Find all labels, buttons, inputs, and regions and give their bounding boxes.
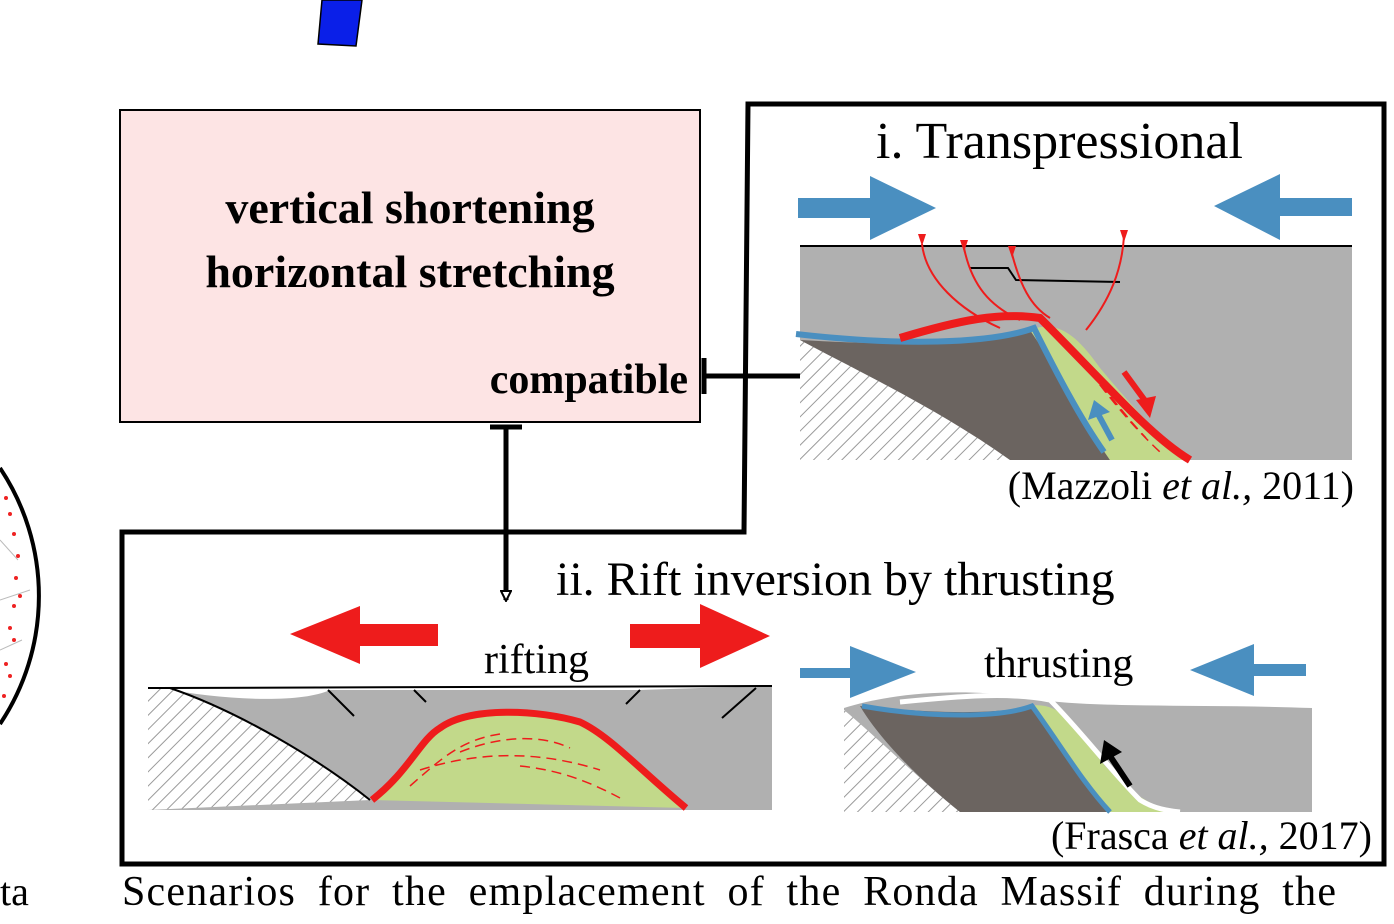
citation-prefix: (Mazzoli	[1007, 463, 1163, 508]
compression-arrows-ii	[800, 644, 1306, 698]
citation-etal: et al.,	[1162, 463, 1253, 508]
red-arrow-left-icon	[290, 606, 438, 664]
blue-arrow-left-icon	[1190, 644, 1306, 696]
rifting-cross-section	[148, 685, 773, 811]
citation-year: 2017)	[1268, 813, 1372, 858]
stereonet-fragment	[0, 466, 41, 726]
scenario-ii-title: ii. Rift inversion by thrusting	[556, 553, 1115, 606]
scenario-i-title: i. Transpressional	[876, 113, 1243, 170]
concept-box	[119, 109, 701, 423]
thrusting-cross-section	[844, 692, 1312, 815]
citation-etal: et al.,	[1178, 813, 1269, 858]
compression-arrows-i	[798, 174, 1352, 240]
blue-arrow-left-icon	[1214, 174, 1352, 240]
scenario-ii-citation: (Frasca et al., 2017)	[1051, 812, 1372, 859]
blue-arrow-right-icon	[798, 176, 936, 240]
blue-arrow-right-icon	[800, 646, 916, 698]
rifting-label: rifting	[484, 637, 589, 683]
concept-line-2: horizontal stretching	[205, 246, 615, 297]
red-arrow-right-icon	[630, 604, 770, 668]
figure-caption: Scenarios for the emplacement of the Ron…	[122, 869, 1338, 915]
concept-line-1: vertical shortening	[225, 182, 595, 233]
scenario-i-citation: (Mazzoli et al., 2011)	[1008, 462, 1354, 509]
transpressional-cross-section	[795, 230, 1352, 464]
citation-year: 2011)	[1252, 463, 1354, 508]
extension-arrows	[290, 604, 770, 668]
compatible-label: compatible	[489, 357, 688, 403]
blue-bar-fragment	[317, 0, 363, 47]
left-edge-fragment: ta	[0, 869, 29, 914]
thrusting-label: thrusting	[984, 641, 1134, 687]
citation-prefix: (Frasca	[1050, 813, 1179, 858]
scenario-frame	[119, 101, 1387, 867]
